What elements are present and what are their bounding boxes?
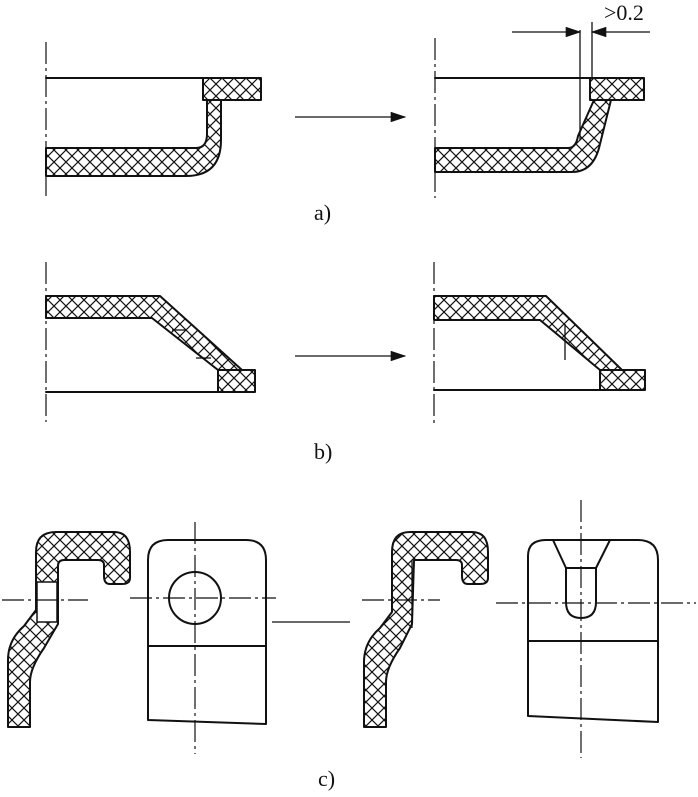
cone-wall-section xyxy=(45,295,243,371)
figure-c-part2-view xyxy=(496,500,696,758)
part-view-outline xyxy=(527,539,659,723)
figure-label-b: b) xyxy=(314,439,332,464)
figure-b-after xyxy=(433,262,646,426)
flange-section xyxy=(599,369,646,391)
figure-label-a: a) xyxy=(314,200,331,225)
figure-c: c) xyxy=(2,500,696,791)
figure-label-c: c) xyxy=(318,766,335,791)
flange-section xyxy=(217,369,256,393)
cone-wall-section xyxy=(433,295,623,371)
bent-part-section xyxy=(363,531,489,728)
figure-a: >0.2 a) xyxy=(45,0,650,225)
pierced-slot xyxy=(36,581,58,623)
figure-a-after: >0.2 xyxy=(434,0,650,198)
figure-b-before xyxy=(45,262,256,422)
part-view-outline xyxy=(147,539,267,725)
flange-section xyxy=(589,77,645,101)
figure-b: b) xyxy=(45,262,646,464)
figure-c-part1-section xyxy=(2,531,131,728)
dimension-label: >0.2 xyxy=(604,0,644,25)
cup-wall-section xyxy=(45,99,222,177)
cup-wall-section xyxy=(434,99,612,173)
figure-c-part2-section xyxy=(362,531,489,728)
flange-section xyxy=(202,77,262,101)
figure-c-part1-view xyxy=(130,522,276,754)
bent-part-section xyxy=(7,531,131,728)
figure-a-before xyxy=(45,42,262,200)
